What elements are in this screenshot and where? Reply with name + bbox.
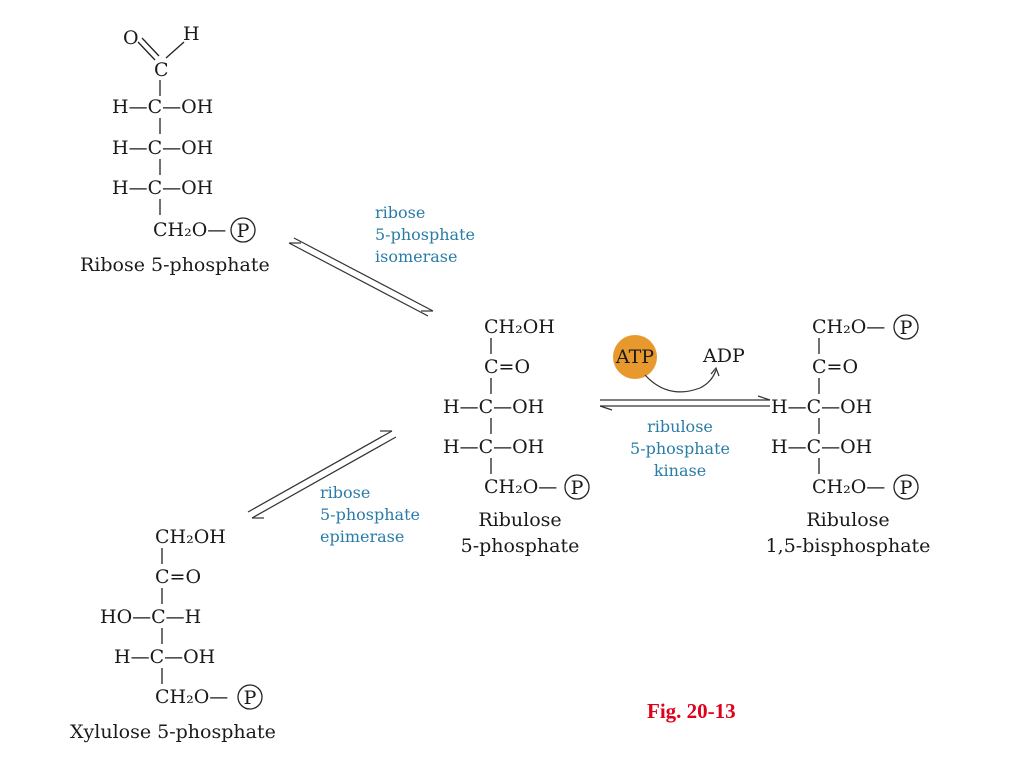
xylulose-c5-row: CH₂O—: [155, 686, 228, 708]
epimerase-label-line1: ribose: [320, 483, 370, 502]
ribulose-5-phosphate-name-line2: 5-phosphate: [461, 535, 580, 557]
ribulose-c1-row: CH₂OH: [484, 316, 555, 338]
rubp-c3-row: H—C—OH: [771, 396, 872, 418]
isomerase-label-line2: 5-phosphate: [375, 225, 475, 244]
ribose-double-bond-a: [137, 41, 156, 61]
ribulose-c4-row: H—C—OH: [443, 436, 544, 458]
rubp-c1-row: CH₂O—: [812, 316, 885, 338]
rubp-top-phosphate-circle: [893, 314, 919, 340]
ribose-aldehyde-oxygen: O: [123, 27, 139, 49]
ribulose-keto-row: C=O: [484, 356, 530, 378]
ribulose-bisphosphate-structure: CH₂O— P C=O H—C—OH H—C—OH CH₂O— P Ribulo…: [766, 314, 931, 557]
epimerase-label-line2: 5-phosphate: [320, 505, 420, 524]
atp-adp-curved-arrow: [644, 369, 717, 393]
ribose-phosphate-circle: [230, 217, 256, 243]
epimerase-equilibrium-arrow: [247, 430, 397, 519]
kinase-label-line3: kinase: [654, 461, 706, 480]
ribose-5-phosphate-name: Ribose 5-phosphate: [80, 254, 270, 276]
kinase-label-line2: 5-phosphate: [630, 439, 730, 458]
xylulose-c1-row: CH₂OH: [155, 526, 226, 548]
ribose-5-phosphate-structure: O H C H—C—OH H—C—OH H—C—OH CH₂O— P Ribos…: [80, 23, 270, 276]
ribose-ch-bond: [165, 41, 185, 59]
ribulose-phosphate-label: P: [571, 477, 584, 499]
kinase-reaction-arrow: [599, 395, 771, 411]
ribose-aldehyde-carbon: C: [154, 59, 169, 81]
ribose-c2-row: H—C—OH: [112, 96, 213, 118]
ribose-c3-row: H—C—OH: [112, 137, 213, 159]
epimerase-reverse-line: [251, 436, 397, 519]
rubp-c5-row: CH₂O—: [812, 476, 885, 498]
ribose-phosphate-label: P: [237, 220, 250, 242]
isomerase-label-line1: ribose: [375, 203, 425, 222]
atp-label: ATP: [615, 346, 654, 368]
rubp-c4-row: H—C—OH: [771, 436, 872, 458]
xylulose-phosphate-label: P: [244, 687, 257, 709]
xylulose-5-phosphate-structure: CH₂OH C=O HO—C—H H—C—OH CH₂O— P Xylulose…: [70, 526, 276, 743]
isomerase-equilibrium-arrow: [288, 237, 434, 317]
ribose-c4-row: H—C—OH: [112, 177, 213, 199]
adp-label: ADP: [702, 345, 745, 367]
ribulose-c3-row: H—C—OH: [443, 396, 544, 418]
ribulose-5-phosphate-name-line1: Ribulose: [478, 509, 561, 531]
epimerase-label-line3: epimerase: [320, 527, 404, 546]
figure-label: Fig. 20-13: [647, 699, 736, 723]
isomerase-label-line3: isomerase: [375, 247, 457, 266]
xylulose-5-phosphate-name: Xylulose 5-phosphate: [70, 721, 276, 743]
isomerase-forward-line: [293, 237, 434, 312]
isomerase-reverse-line: [288, 242, 429, 317]
xylulose-c4-row: H—C—OH: [114, 646, 215, 668]
rubp-name-line2: 1,5-bisphosphate: [766, 535, 931, 557]
ribulose-c5-row: CH₂O—: [484, 476, 557, 498]
atp-adp-arrowhead: [710, 366, 720, 377]
atp-badge: [613, 335, 657, 379]
xylulose-keto-row: C=O: [155, 566, 201, 588]
rubp-bottom-phosphate-label: P: [900, 477, 913, 499]
ribose-aldehyde-hydrogen: H: [183, 23, 200, 45]
kinase-reverse-head: [599, 405, 613, 411]
ribose-double-bond-b: [141, 37, 160, 57]
kinase-forward-head: [757, 395, 771, 401]
xylulose-c3-row: HO—C—H: [100, 606, 201, 628]
epimerase-forward-line: [247, 430, 393, 513]
rubp-name-line1: Ribulose: [806, 509, 889, 531]
kinase-label-line1: ribulose: [647, 417, 713, 436]
ribose-c5-row: CH₂O—: [153, 219, 226, 241]
rubp-keto-row: C=O: [812, 356, 858, 378]
xylulose-phosphate-circle: [237, 684, 263, 710]
ribulose-phosphate-circle: [564, 474, 590, 500]
rubp-bottom-phosphate-circle: [893, 474, 919, 500]
rubp-top-phosphate-label: P: [900, 317, 913, 339]
ribulose-5-phosphate-structure: CH₂OH C=O H—C—OH H—C—OH CH₂O— P Ribulose…: [443, 316, 590, 557]
